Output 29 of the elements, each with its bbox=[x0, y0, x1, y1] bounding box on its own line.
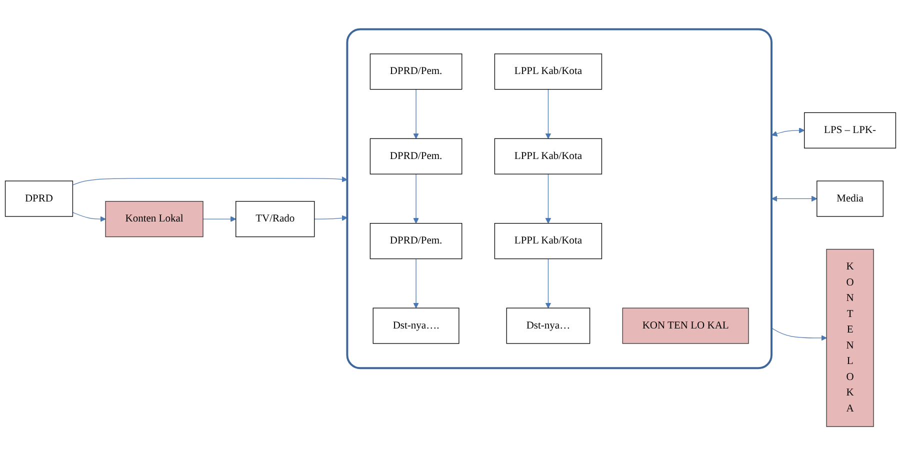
node-box: Dst-nya…. bbox=[372, 307, 460, 344]
arrow bbox=[72, 176, 348, 185]
arrow bbox=[545, 258, 552, 308]
node-box: LPPL Kab/Kota bbox=[494, 138, 602, 174]
node-box: LPS – LPK- bbox=[804, 112, 896, 148]
arrow bbox=[202, 216, 236, 222]
node-box: KON TEN LO KAL bbox=[622, 307, 749, 344]
node-box: DPRD/Pem. bbox=[370, 138, 462, 174]
arrow bbox=[413, 258, 419, 308]
cluster bbox=[346, 28, 772, 369]
arrow bbox=[314, 214, 348, 221]
node-box: K O N T E N L O K A bbox=[826, 248, 874, 426]
node-box: LPPL Kab/Kota bbox=[494, 53, 602, 90]
arrow bbox=[545, 88, 552, 138]
node-box: DPRD/Pem. bbox=[370, 53, 462, 90]
node-box: LPPL Kab/Kota bbox=[494, 222, 602, 259]
node-box: Dst-nya… bbox=[506, 307, 590, 344]
node-box: DPRD/Pem. bbox=[370, 222, 462, 259]
arrow bbox=[772, 195, 818, 202]
arrow bbox=[545, 173, 552, 224]
arrow bbox=[413, 88, 419, 138]
node-box: Media bbox=[816, 180, 884, 216]
arrow bbox=[413, 173, 419, 224]
node-box: DPRD bbox=[4, 180, 74, 216]
arrow bbox=[771, 327, 827, 340]
node-box: TV/Rado bbox=[236, 200, 315, 237]
node-box: Konten Lokal bbox=[105, 200, 204, 237]
arrow bbox=[772, 127, 805, 136]
arrow bbox=[72, 212, 106, 222]
